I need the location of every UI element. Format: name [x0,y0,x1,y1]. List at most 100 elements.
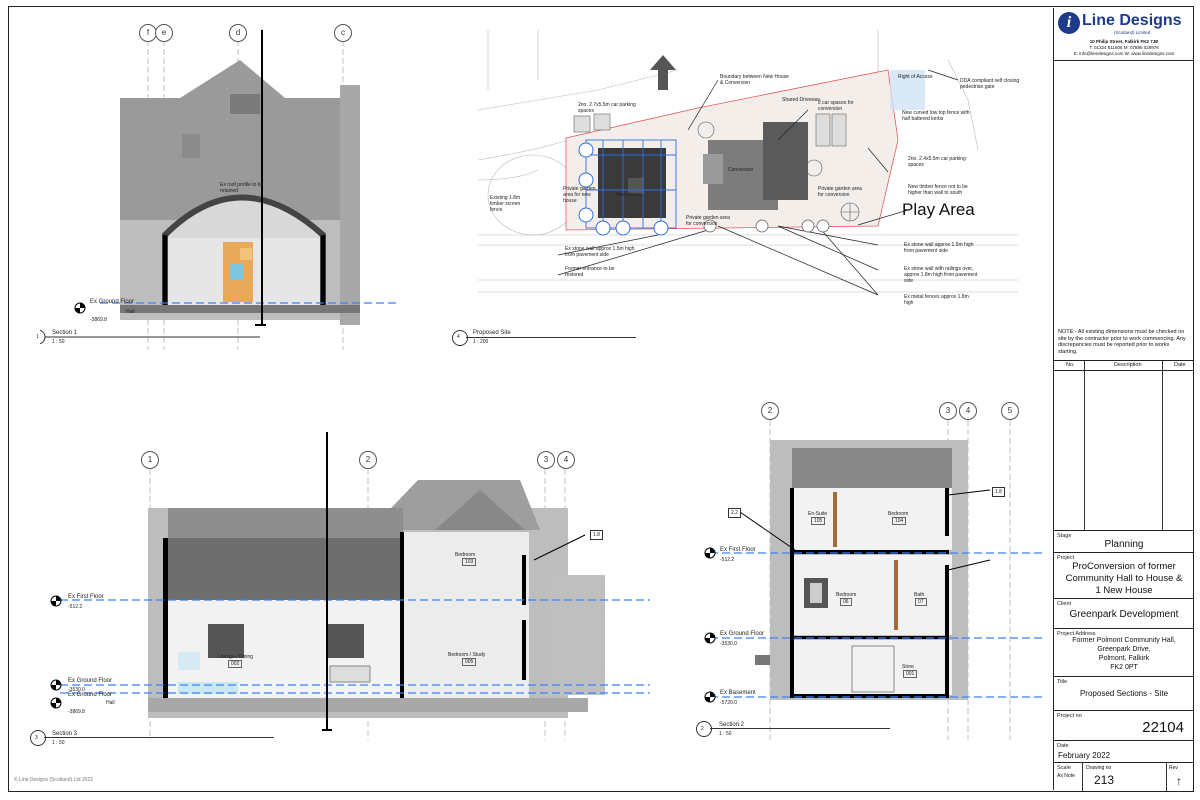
stage-value: Planning [1104,539,1144,550]
revisions-box: No. Description Date [1054,360,1194,531]
view-underline-site [466,337,636,338]
view-num-s1: 1 [36,334,39,340]
room-bath: Bath [914,592,925,598]
project-label: Project [1057,555,1075,561]
level-hall-s1: Hall [126,309,135,315]
site-stone-railings: Ex stone wall with railings over, approx… [904,266,978,284]
site-newhouse-label: New House [616,192,642,198]
address-box: Project Address Former Polmont Community… [1054,628,1194,676]
project-box: Project ProConversion of former Communit… [1054,552,1194,598]
address-label: Project Address [1057,631,1096,637]
room-bedroom-06-no: 06 [840,598,852,606]
room-store: Store [902,664,914,670]
grid-bubble-3-s3: 3 [537,451,555,469]
company-phone: T: 01324 611606 M: 07885 028976 [1089,45,1159,50]
level-value-s1: -3869.8 [90,317,107,323]
rev-arrow-icon: ↑ [1176,774,1182,788]
company-address: 10 Philip Street, Falkirk FK2 7JE [1089,39,1159,44]
site-fence-new: New curved low top fence with half batte… [902,110,970,122]
projectno-box: Project no 22104 [1054,710,1194,740]
site-private-new: Private garden area for new house [563,186,596,204]
view-title-site: Proposed Site [473,330,511,336]
rev-col-desc: Description [1114,362,1142,368]
level-ex-ground-val-s2: -3530.0 [720,641,737,647]
stage-box: Stage Planning [1054,530,1194,552]
view-title-s1: Section 1 [52,330,78,336]
view-scale-s1: 1 : 50 [52,339,65,345]
view-scale-s3: 1 : 50 [52,740,65,746]
view-marker-s3 [30,730,46,746]
site-boundary-note: Boundary between New House & Conversion [720,74,789,86]
view-scale-s2: 1 : 50 [719,731,732,737]
drawingno-label: Drawing no [1086,765,1112,771]
level-ex-basement: Ex Basement [720,690,756,696]
room-bedroom-study-no: 005 [462,658,477,666]
view-num-s2: 2 [701,726,704,732]
site-plan-drawing [478,30,1018,296]
project-line1: ProConversion of former [1072,561,1176,572]
room-lounge: Lounge / Dining [218,654,254,660]
room-bedroom-06: Bedroom [836,592,857,598]
drawing-sheet [8,6,1194,792]
room-bedroom-103-no: 103 [462,558,477,566]
site-metal-fence: Ex metal fences approx 1.8m high [904,294,969,306]
room-store-no: 001 [903,670,918,678]
site-existing-fence: Existing 1.8m timber screen fence [490,195,521,213]
drawingno-value: 213 [1094,773,1115,787]
site-dda-gate: DDA compliant self closing pedestrian ga… [960,78,1020,90]
title-value: Proposed Sections - Site [1079,689,1169,698]
section-2-drawing [704,420,1045,740]
date-box: Date February 2022 [1054,740,1194,762]
view-scale-site: 1 : 200 [473,339,489,345]
grid-bubble-2-s3: 2 [359,451,377,469]
title-box: Title Proposed Sections - Site [1054,676,1194,710]
site-stone-wall2: Ex stone wall approx 1.5m high from pave… [904,242,974,254]
grid-bubble-1-s3: 1 [141,451,159,469]
site-stone-wall1: Ex stone wall approx 1.5m high from pave… [565,246,635,258]
date-value: February 2022 [1058,751,1111,760]
project-line2: Community Hall to House & [1065,573,1183,584]
site-parking2: 2no. 2.4x5.5m car parking spaces [908,156,966,168]
level-ex-ground-val-s3: -3530.0 [68,687,85,693]
view-underline-s2 [710,728,890,729]
level-ex-ground2-val-s3: -3869.8 [68,709,85,715]
level-ex-basement-val: -5720.0 [720,700,737,706]
roof-note: Ex roof profile to be retained [220,182,264,194]
view-marker-s2 [696,721,712,737]
level-ex-ground-s2: Ex Ground Floor [720,631,765,637]
level-ex-ground-s1: Ex Ground Floor [90,299,135,305]
level-ex-first-s2: Ex First Floor [720,547,756,553]
projectno-value: 22104 [1142,719,1184,736]
company-box: i Line Designs (Scotland) Limited 10 Phi… [1054,8,1194,60]
room-bath-no: 07 [915,598,927,606]
tag-18a: 1.8 [590,530,603,540]
address-line2: Greenpark Drive, [1097,646,1151,653]
room-ensuite: En-Suite [808,511,828,517]
view-underline-s3 [44,737,274,738]
grid-bubble-e: e [155,24,173,42]
room-bedroom-104: Bedroom [888,511,909,517]
room-bedroom-104-no: 104 [892,517,907,525]
scale-box: Scale As Note Drawing no 213 Rev ↑ [1054,762,1194,791]
view-title-s3: Section 3 [52,731,78,737]
view-title-s2: Section 2 [719,722,745,728]
site-parking1: 2no. 2.7x5.5m car parking spaces [578,102,636,114]
client-label: Client [1057,601,1072,607]
address-line4: FK2 0PT [1110,664,1138,671]
level-ex-first-val-s2: -512.2 [720,557,735,563]
rev-label: Rev [1169,765,1178,771]
address-line3: Polmont, Falkirk [1098,655,1150,662]
projectno-label: Project no [1057,713,1082,719]
title-label: Title [1057,679,1068,685]
site-private-conv2: Private garden area for conversion [818,186,862,198]
room-bedroom-study: Bedroom / Study [448,652,486,658]
grid-bubble-c: c [334,24,352,42]
project-line3: 1 New House [1095,585,1153,596]
site-former-entrance: Former entrance to be restored [565,266,615,278]
client-value: Greenpark Development [1069,609,1179,620]
title-block: i Line Designs (Scotland) Limited 10 Phi… [1053,8,1194,791]
logo-icon: i [1058,12,1080,34]
level-hall-s3: Hall [106,700,115,706]
rev-col-no: No. [1066,362,1075,368]
grid-bubble-4-s2: 4 [959,402,977,420]
